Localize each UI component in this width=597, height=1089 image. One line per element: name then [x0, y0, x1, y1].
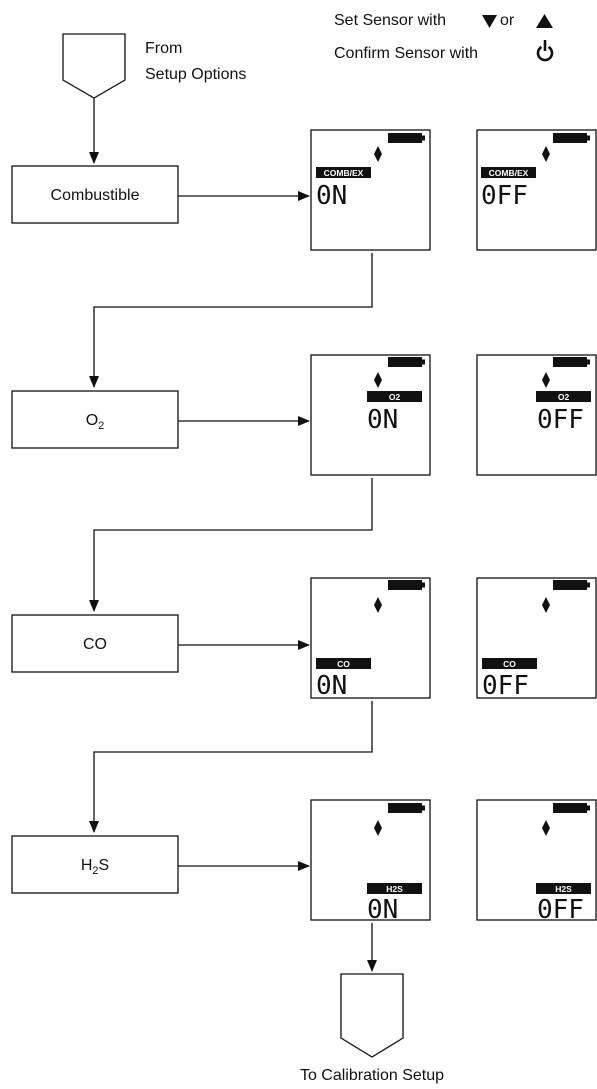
diamond-icon: [374, 146, 382, 162]
start-connector: [62, 33, 126, 99]
power-icon: [536, 40, 554, 62]
battery-icon: [388, 580, 425, 590]
end-connector: [340, 973, 404, 1058]
display-combustible-on: COMB/EX 0N: [310, 129, 431, 251]
display-h2s-on: H2S 0N: [310, 799, 431, 925]
display-co-off: CO 0FF: [476, 577, 597, 701]
step-label-combustible: Combustible: [51, 187, 140, 204]
sensor-tag: [481, 167, 536, 178]
step-label-co: CO: [83, 636, 107, 653]
diamond-icon: [542, 597, 550, 613]
step-box-o2: [11, 390, 179, 449]
svg-text:O2: O2: [558, 392, 570, 402]
confirm-sensor-text: Confirm Sensor with: [334, 45, 478, 62]
sensor-tag: [536, 391, 591, 402]
battery-icon: [388, 133, 425, 143]
display-o2-off: O2 0FF: [476, 354, 597, 476]
svg-text:H2S: H2S: [386, 884, 403, 894]
readout-on: 0N: [367, 895, 398, 925]
set-sensor-text: Set Sensor with: [334, 12, 446, 29]
display-combustible-off: COMB/EX 0FF: [476, 129, 597, 251]
sensor-tag: [316, 658, 371, 669]
svg-text:CO: CO: [503, 659, 516, 669]
step-box-combustible: [11, 165, 179, 224]
start-label-line1: From: [145, 40, 182, 57]
svg-text:O2: O2: [389, 392, 401, 402]
readout-off: 0FF: [481, 181, 528, 211]
sensor-tag: [367, 391, 422, 402]
battery-icon: [388, 803, 425, 813]
svg-text:H2S: H2S: [555, 884, 572, 894]
triangle-up-icon: [536, 14, 553, 28]
readout-on: 0N: [367, 405, 398, 435]
step-label-h2s: H2S: [81, 857, 109, 877]
svg-text:CO: CO: [337, 659, 350, 669]
arrow-o2-to-co: [89, 478, 373, 612]
battery-icon: [388, 357, 425, 367]
display-h2s-off: H2S 0FF: [476, 799, 597, 925]
sensor-tag: [316, 167, 371, 178]
triangle-down-icon: [482, 15, 497, 28]
arrow-co-to-h2s: [89, 701, 373, 833]
sensor-tag: [536, 883, 591, 894]
svg-text:COMB/EX: COMB/EX: [324, 168, 364, 178]
diamond-icon: [542, 372, 550, 388]
diamond-icon: [374, 820, 382, 836]
battery-icon: [553, 580, 590, 590]
readout-off: 0FF: [537, 895, 584, 925]
battery-icon: [553, 803, 590, 813]
step-box-h2s: [11, 835, 179, 894]
sensor-tag: [482, 658, 537, 669]
arrow-combustible-to-o2: [89, 253, 373, 388]
display-o2-on: O2 0N: [310, 354, 431, 476]
display-co-on: CO 0N: [310, 577, 431, 701]
battery-icon: [553, 357, 590, 367]
diamond-icon: [542, 146, 550, 162]
readout-off: 0FF: [537, 405, 584, 435]
end-label: To Calibration Setup: [300, 1067, 444, 1084]
readout-on: 0N: [316, 671, 347, 701]
svg-text:COMB/EX: COMB/EX: [489, 168, 529, 178]
step-box-co: [11, 614, 179, 673]
diamond-icon: [374, 597, 382, 613]
sensor-tag: [367, 883, 422, 894]
readout-on: 0N: [316, 181, 347, 211]
readout-off: 0FF: [482, 671, 529, 701]
step-label-o2: O2: [86, 412, 105, 432]
diamond-icon: [374, 372, 382, 388]
start-label-line2: Setup Options: [145, 66, 246, 83]
or-text: or: [500, 12, 515, 29]
battery-icon: [553, 133, 590, 143]
diamond-icon: [542, 820, 550, 836]
